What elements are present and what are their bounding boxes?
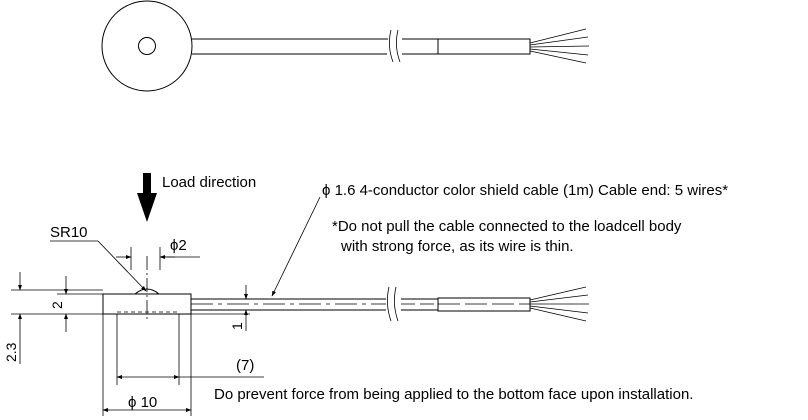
cable-sheath-end: [437, 38, 531, 55]
cable-break-mark: [389, 29, 394, 63]
bottom-face-note: Do prevent force from being applied to t…: [214, 386, 693, 403]
dim-2-label: 2: [49, 301, 65, 309]
phi10-label: ϕ 10: [128, 394, 157, 411]
side-view: Load direction SR10: [3, 173, 589, 416]
cable-sheath-end-side: [437, 297, 531, 312]
top-view: [101, 0, 590, 92]
cable-note-line2: with strong force, as its wire is thin.: [340, 238, 574, 255]
cable-spec-label: ϕ 1.6 4-conductor color shield cable (1m…: [322, 182, 728, 199]
dim-7-label: (7): [236, 357, 254, 374]
load-direction-label: Load direction: [162, 174, 256, 191]
dim-2-3-label: 2.3: [3, 342, 19, 362]
dim-1-label: 1: [229, 322, 245, 330]
cable-wires-side: [529, 286, 589, 322]
load-direction-arrow: [137, 173, 157, 222]
center-hole: [138, 37, 156, 55]
loadcell-body-top: [101, 0, 193, 92]
cable-wires: [529, 28, 590, 64]
cable-note-line1: *Do not pull the cable connected to the …: [332, 218, 682, 235]
sr10-label: SR10: [50, 224, 88, 241]
phi2-label: ϕ2: [170, 237, 187, 254]
